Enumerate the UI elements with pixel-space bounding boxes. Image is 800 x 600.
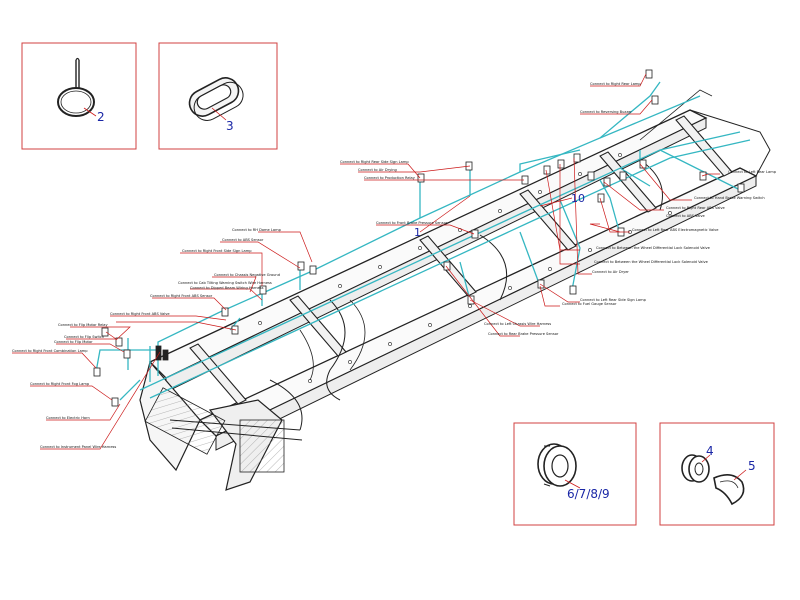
callout-front-brake-pressure-sensor: Connect to Front Brake Pressure Sensor [376,221,448,225]
detail-box-part-2: 2 [21,42,137,150]
part-label-1: 1 [414,226,421,239]
chassis-frame [139,89,771,491]
part-label-10: 10 [571,192,585,205]
callout-cab-tilting-warning: Connect to Cab Tilting Warning Switch Wi… [178,281,272,285]
callout-left-rear-lamp: Connect to Left Rear Lamp [728,170,777,174]
leader-lines [12,73,720,450]
callout-left-chassis-harness: Connect to Left Chassis Wire Harness [484,322,551,326]
callout-rear-brake-pressure-sensor: Connect to Rear Brake Pressure Sensor [488,332,559,336]
callout-instrument-panel-harness: Connect to Instrument Panel Wire Harness [40,445,116,449]
callout-electric-horn: Connect to Electric Horn [46,416,90,420]
callout-rh-dome-lamp: Connect to RH Dome Lamp [232,228,282,232]
connectors [93,69,745,407]
callout-hand-brake-warning: Connect to Hand Brake Warning Switch [694,196,765,200]
callout-air-drying: Connect to Air Drying [358,168,397,172]
right-callouts: Connect to Right Rear Lamp Connect to Re… [340,82,777,336]
callout-left-rear-side-sign-lamp: Connect to Left Rear Side Sign Lamp [580,298,647,302]
callout-right-front-abs-sensor: Connect to Right Front ABS Sensor [150,294,213,298]
callout-chassis-negative-ground: Connect to Chassis Negative Ground [214,273,280,277]
callout-right-front-fog-lamp: Connect to Right Front Fog Lamp [30,382,90,386]
callout-flip-motor: Connect to Flip Motor [54,340,93,344]
callout-diff-lock-valve-2: Connect to Between the Wheel Differentia… [594,260,709,264]
callout-right-front-side-sign-lamp: Connect to Right Front Side Sign Lamp [182,249,252,253]
callout-flip-switch: Connect to Flip Switch [64,335,104,339]
callout-left-rear-abs-valve: Connect to Left Rear ABS Electromagnetic… [632,228,719,232]
part-label-6789: 6/7/8/9 [567,487,610,501]
part-label-3: 3 [226,119,234,133]
callout-diff-lock-valve-1: Connect to Between the Wheel Differentia… [596,246,711,250]
callout-abs-sensor: Connect to ABS Sensor [222,238,264,242]
left-callouts: Connect to RH Dome Lamp Connect to ABS S… [12,228,282,449]
part-label-2: 2 [97,110,105,124]
part-label-4: 4 [706,444,714,458]
callout-flip-motor-relay: Connect to Flip Motor Relay [58,323,109,327]
detail-box-part-3: 3 [158,42,278,150]
callout-right-front-abs-valve-a: Connect to Right Front ABS Valve [110,312,170,316]
callout-reversing-buzzer: Connect to Reversing Buzzer [580,110,632,114]
callout-right-rear-side-sign-lamp: Connect to Right Rear Side Sign Lamp [340,160,409,164]
callout-air-dryer: Connect to Air Dryer [592,270,629,274]
callout-right-front-combination-lamp: Connect to Right Front Combination Lamp [12,349,88,353]
callout-fuel-gauge-sensor: Connect to Fuel Gauge Sensor [562,302,617,306]
detail-box-part-6789: 6/7/8/9 [513,422,637,526]
detail-box-part-4-5: 4 5 [659,422,775,526]
callout-abs-valve: Connect to ABS Valve [666,214,706,218]
part-label-5: 5 [748,459,756,473]
callout-dipped-beam: Connect to Dipped Beam Wiring Harness [190,286,264,290]
callout-right-rear-lamp: Connect to Right Rear Lamp [590,82,641,86]
callout-production-relay: Connect to Production Relay [364,176,416,180]
callout-right-rear-abs-valve: Connect to Right Rear ABS Valve [666,206,726,210]
